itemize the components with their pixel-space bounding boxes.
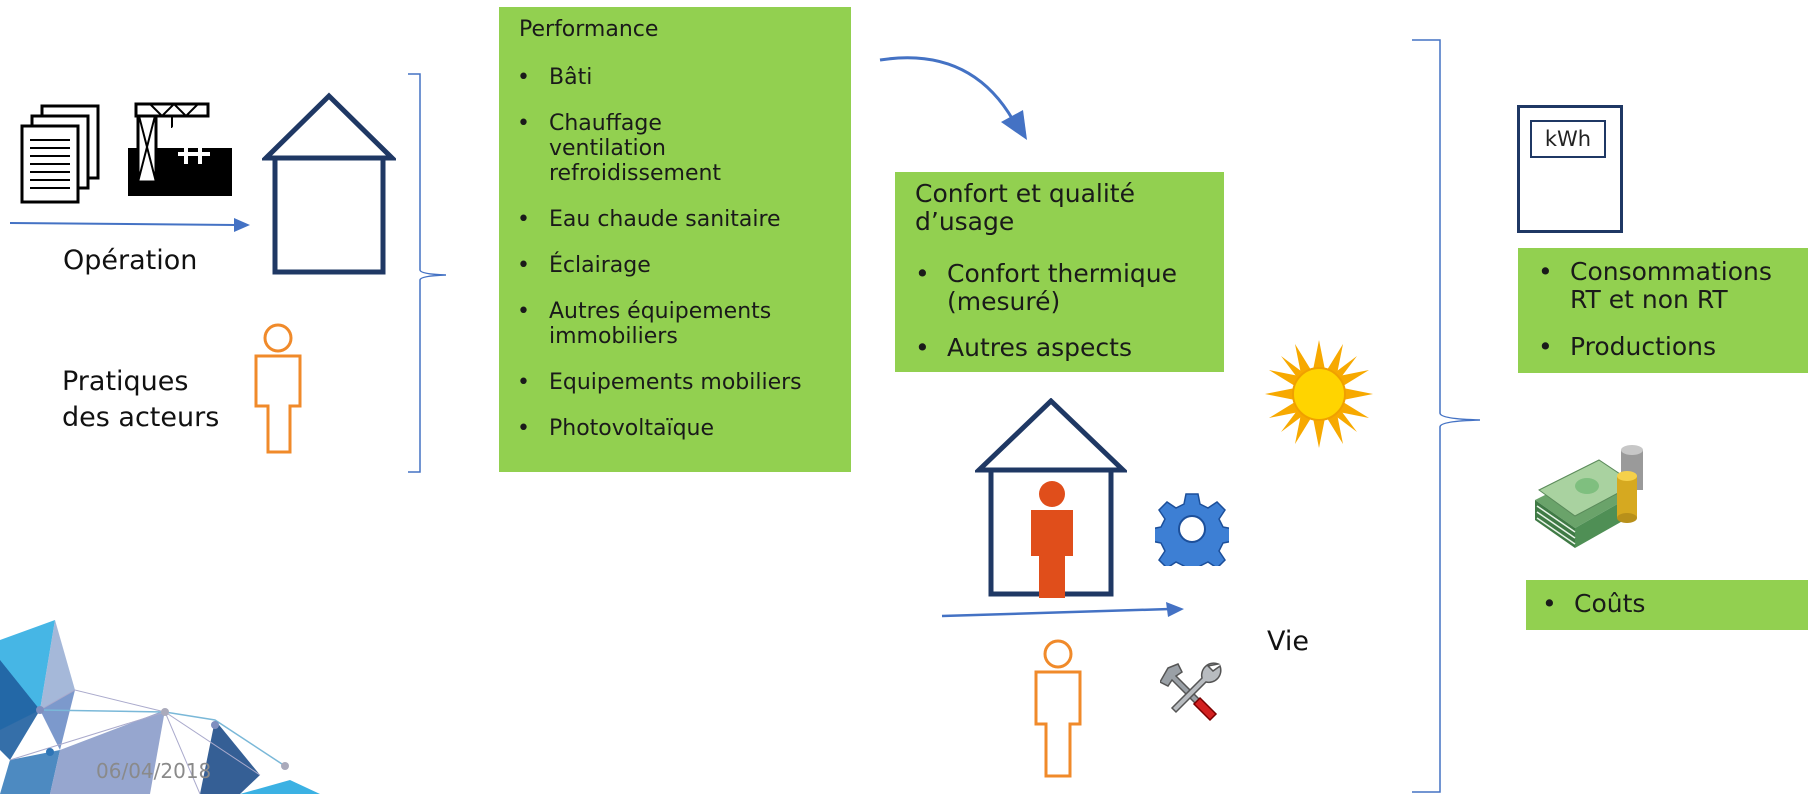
consommations-item: Consommations RT et non RT [1536, 258, 1800, 314]
performance-item: Chauffage ventilation refroidissement [515, 111, 749, 186]
curved-arrow [879, 56, 1027, 140]
left-bracket [408, 73, 446, 473]
operation-arrow [10, 218, 250, 232]
person-outline-icon [254, 323, 302, 454]
performance-title: Performance [519, 17, 659, 42]
gear-icon [1155, 493, 1229, 566]
sun-icon [1265, 340, 1373, 448]
performance-item: Equipements mobiliers [515, 370, 845, 395]
vie-arrow [941, 602, 1184, 618]
performance-list: Bâti Chauffage ventilation refroidisseme… [515, 65, 845, 462]
couts-box: Coûts [1526, 580, 1808, 630]
pratiques-line1: Pratiques [62, 366, 189, 397]
consommations-list: Consommations RT et non RT Productions [1536, 258, 1806, 380]
vie-label: Vie [1267, 626, 1309, 657]
confort-list: Confort thermique (mesuré) Autres aspect… [913, 260, 1218, 380]
consommations-item: Productions [1536, 333, 1806, 362]
document-stack-icon [20, 104, 100, 204]
confort-item: Autres aspects [913, 334, 1218, 363]
person-filled-icon [1031, 481, 1073, 598]
performance-item: Autres équipements immobiliers [515, 299, 819, 349]
footer-date: 06/04/2018 [96, 759, 212, 783]
person-outline-icon [1034, 639, 1082, 778]
house-icon [262, 92, 396, 275]
performance-item: Bâti [515, 65, 845, 90]
money-icon [1535, 445, 1643, 548]
construction-crane-icon [128, 102, 232, 196]
performance-box: Performance Bâti Chauffage ventilation r… [499, 7, 851, 472]
confort-title: Confort et qualité d’usage [915, 179, 1135, 236]
meter-kwh-label: kWh [1530, 120, 1606, 158]
performance-item: Éclairage [515, 253, 845, 278]
confort-box: Confort et qualité d’usage Confort therm… [895, 172, 1224, 372]
pratiques-line2: des acteurs [62, 402, 220, 433]
operation-label: Opération [63, 245, 198, 276]
performance-item: Photovoltaïque [515, 416, 845, 441]
couts-item: Coûts [1540, 589, 1800, 618]
couts-list: Coûts [1540, 589, 1800, 618]
confort-item: Confort thermique (mesuré) [913, 260, 1218, 316]
tools-icon [1160, 662, 1222, 722]
consommations-box: Consommations RT et non RT Productions [1518, 248, 1808, 373]
corner-decoration [0, 620, 320, 794]
right-bracket [1412, 39, 1480, 793]
performance-item: Eau chaude sanitaire [515, 207, 845, 232]
